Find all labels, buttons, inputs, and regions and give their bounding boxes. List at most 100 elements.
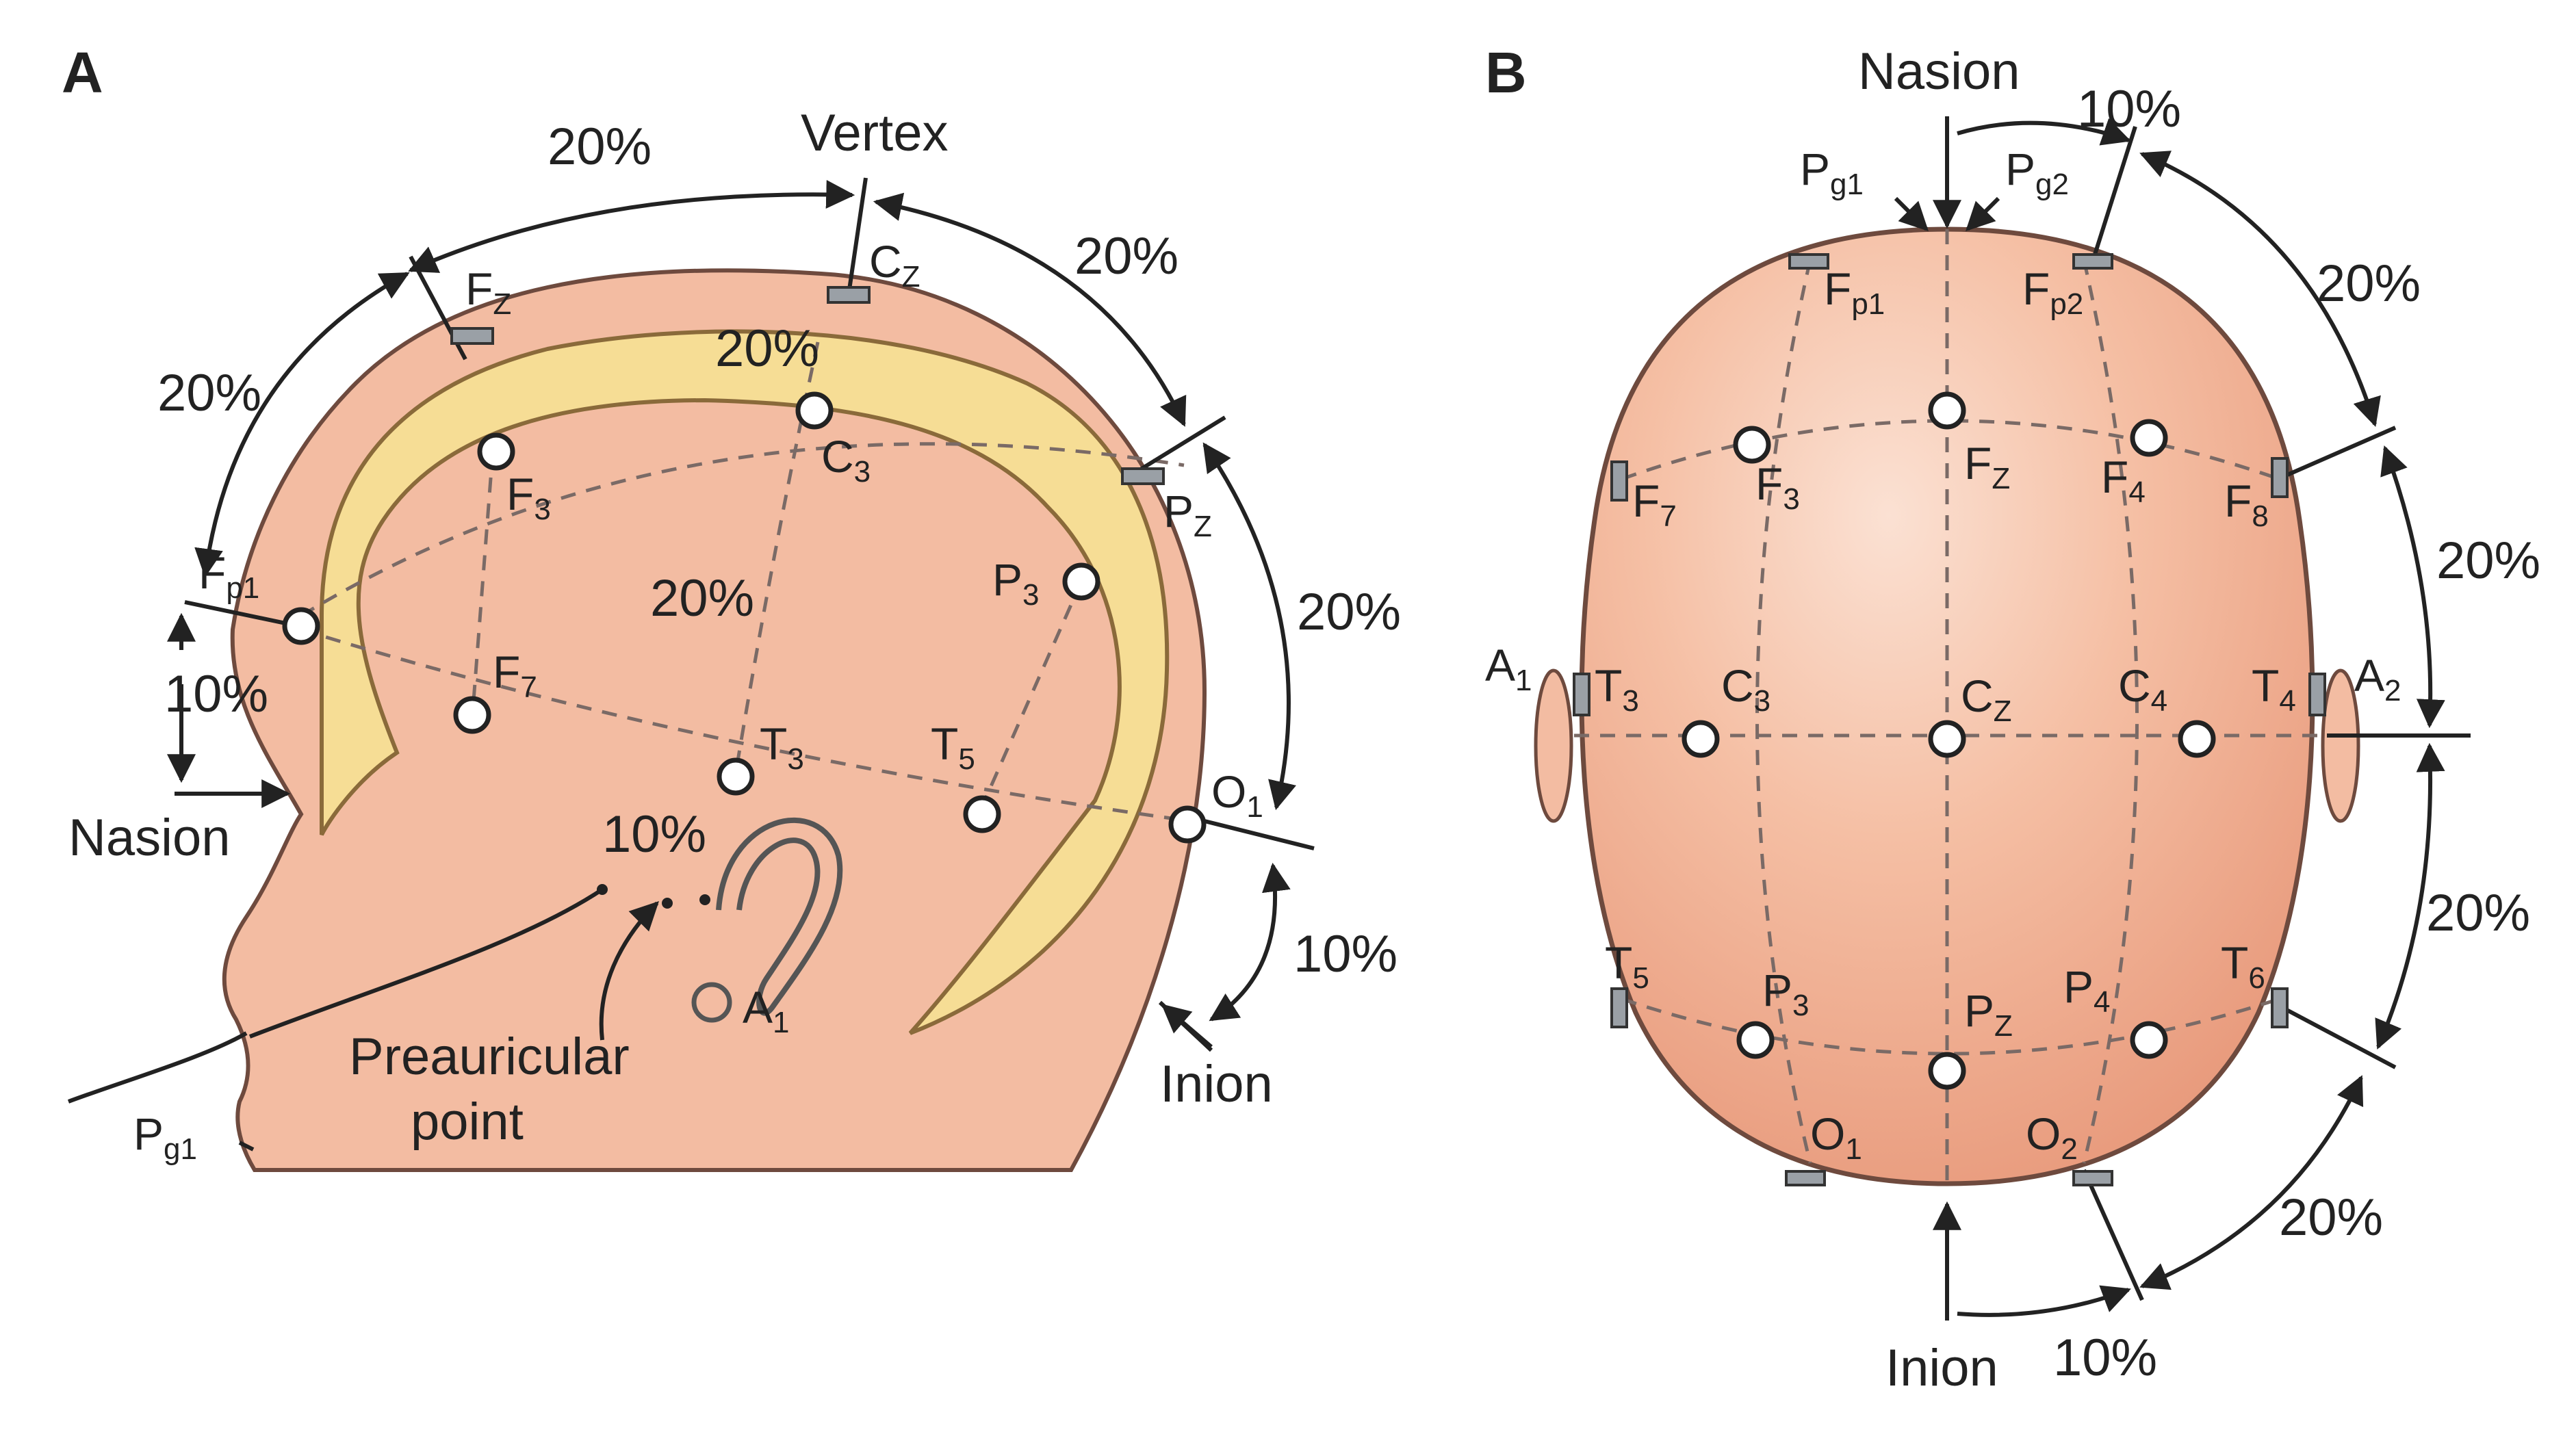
electrode-b-fp2-pad bbox=[2072, 253, 2113, 270]
landmark-a-preauricular-point: point bbox=[411, 1093, 524, 1151]
label-b-f8: F8 bbox=[2224, 476, 2269, 533]
landmark-a-inion: Inion bbox=[1160, 1055, 1273, 1113]
electrode-b-fz bbox=[1928, 391, 1966, 430]
label-b-p4: P4 bbox=[2063, 961, 2111, 1019]
electrode-b-p4 bbox=[2130, 1021, 2168, 1059]
pct-b-right-bottom: 20% bbox=[2279, 1188, 2383, 1247]
electrode-b-t4-pad bbox=[2308, 673, 2326, 716]
pct-a-right: 20% bbox=[1297, 583, 1401, 641]
label-b-f4: F4 bbox=[2101, 452, 2146, 509]
ear-canal bbox=[691, 982, 732, 1023]
label-b-f3: F3 bbox=[1755, 458, 1800, 516]
electrode-a-pz-pad bbox=[1121, 467, 1165, 485]
label-a-pz: PZ bbox=[1163, 486, 1212, 543]
label-a-t3: T3 bbox=[760, 718, 804, 776]
label-a-fz: FZ bbox=[465, 263, 511, 321]
label-b-pg2: Pg2 bbox=[2005, 144, 2069, 201]
label-b-a1: A1 bbox=[1485, 640, 1532, 697]
ear-left-top bbox=[1534, 668, 1573, 823]
panel-b: B bbox=[1485, 40, 2540, 1397]
electrode-a-p3 bbox=[1062, 562, 1100, 601]
pct-b-right-top: 20% bbox=[2317, 255, 2421, 313]
label-b-t6: T6 bbox=[2221, 937, 2265, 995]
label-b-c4: C4 bbox=[2118, 660, 2167, 718]
electrode-b-fp1-pad bbox=[1788, 253, 1829, 270]
electrode-b-t5-pad bbox=[1610, 987, 1628, 1028]
label-a-t5: T5 bbox=[931, 718, 975, 776]
label-b-o1: O1 bbox=[1810, 1108, 1862, 1166]
electrode-a-f7 bbox=[453, 696, 491, 734]
electrode-b-cz bbox=[1928, 720, 1966, 758]
pct-b-right-mid: 20% bbox=[2436, 532, 2540, 590]
panel-a: A bbox=[62, 40, 1401, 1172]
label-a-fp1: Fp1 bbox=[198, 547, 259, 605]
electrode-a-c3 bbox=[795, 391, 834, 430]
electrode-b-o2-pad bbox=[2072, 1170, 2113, 1186]
panel-b-letter: B bbox=[1485, 40, 1527, 105]
pct-a-nasion: 10% bbox=[164, 665, 268, 723]
arcs-a bbox=[67, 177, 1315, 1152]
electrode-a-t5 bbox=[963, 795, 1001, 833]
electrode-b-f7-pad bbox=[1610, 460, 1628, 502]
pct-b-right-low: 20% bbox=[2426, 884, 2530, 942]
label-b-a2: A2 bbox=[2354, 650, 2401, 707]
electrode-b-c3 bbox=[1682, 720, 1720, 758]
electrode-b-f4 bbox=[2130, 419, 2168, 457]
labels-a: 20% 20% 20% 20% 10% 20% 20% 10% 10% Vert… bbox=[68, 104, 1401, 1166]
pct-a-preauricular: 10% bbox=[602, 805, 706, 863]
label-a-o1: O1 bbox=[1211, 766, 1263, 824]
label-b-t3: T3 bbox=[1595, 660, 1639, 718]
electrode-b-p3 bbox=[1736, 1021, 1775, 1059]
electrodes-a bbox=[282, 286, 1207, 844]
electrode-labels-b: Pg1 Pg2 Fp1 Fp2 F7 F3 FZ F4 F8 A1 T3 C3 … bbox=[1485, 144, 2401, 1166]
electrode-b-f8-pad bbox=[2271, 457, 2289, 498]
label-b-fp1: Fp1 bbox=[1824, 263, 1885, 321]
landmark-a-preauricular: Preauricular bbox=[349, 1028, 630, 1086]
label-b-p3: P3 bbox=[1762, 965, 1809, 1022]
electrode-b-c4 bbox=[2178, 720, 2216, 758]
label-b-t5: T5 bbox=[1605, 937, 1649, 995]
pct-b-top: 10% bbox=[2077, 80, 2181, 138]
pct-a-left: 20% bbox=[157, 364, 261, 422]
electrode-a-fp1 bbox=[282, 607, 320, 645]
label-b-c3: C3 bbox=[1721, 660, 1770, 718]
ear-right-top bbox=[2321, 668, 2360, 823]
label-a-cz: CZ bbox=[869, 236, 920, 294]
label-a-f7: F7 bbox=[493, 647, 537, 704]
label-b-pg1: Pg1 bbox=[1800, 144, 1864, 201]
pct-a-top-left: 20% bbox=[548, 118, 652, 176]
electrode-a-o1 bbox=[1168, 805, 1207, 844]
label-b-t4: T4 bbox=[2252, 660, 2296, 718]
landmark-a-vertex: Vertex bbox=[801, 104, 948, 162]
labels-b: Nasion Inion 10% 20% 20% 20% 20% 10% Pg1… bbox=[1485, 42, 2540, 1397]
landmark-b-inion: Inion bbox=[1885, 1339, 1998, 1397]
electrode-b-o1-pad bbox=[1785, 1170, 1826, 1186]
guide-lines-a bbox=[300, 341, 1192, 823]
electrode-b-t3-pad bbox=[1573, 673, 1590, 716]
label-b-fp2: Fp2 bbox=[2022, 263, 2083, 321]
landmark-b-nasion: Nasion bbox=[1858, 42, 2020, 101]
label-a-c3: C3 bbox=[821, 431, 871, 489]
label-b-cz: CZ bbox=[1961, 671, 2012, 728]
ear-side bbox=[716, 817, 843, 1016]
pct-a-top-mid: 20% bbox=[715, 320, 819, 378]
electrode-a-t3 bbox=[717, 757, 755, 796]
electrode-b-pz bbox=[1928, 1052, 1966, 1090]
electrode-labels-a: Fp1 FZ CZ PZ F3 C3 P3 F7 T3 T5 O1 A1 Pg1 bbox=[133, 236, 1263, 1166]
label-b-pz: PZ bbox=[1964, 985, 2013, 1043]
label-a-pg1: Pg1 bbox=[133, 1108, 197, 1166]
electrodes-b bbox=[1573, 253, 2326, 1186]
electrode-b-f3 bbox=[1733, 426, 1771, 464]
pct-a-inner: 20% bbox=[650, 569, 754, 627]
electrode-a-fz-pad bbox=[450, 327, 494, 345]
pct-a-inion: 10% bbox=[1293, 925, 1398, 983]
panel-a-letter: A bbox=[62, 40, 103, 105]
electrode-b-t6-pad bbox=[2271, 987, 2289, 1028]
label-a-f3: F3 bbox=[506, 469, 551, 526]
label-a-a1: A1 bbox=[743, 982, 790, 1039]
electrode-a-f3 bbox=[477, 432, 515, 471]
landmark-a-nasion: Nasion bbox=[68, 809, 231, 867]
pct-b-bottom: 10% bbox=[2053, 1329, 2157, 1387]
label-a-p3: P3 bbox=[992, 554, 1040, 612]
